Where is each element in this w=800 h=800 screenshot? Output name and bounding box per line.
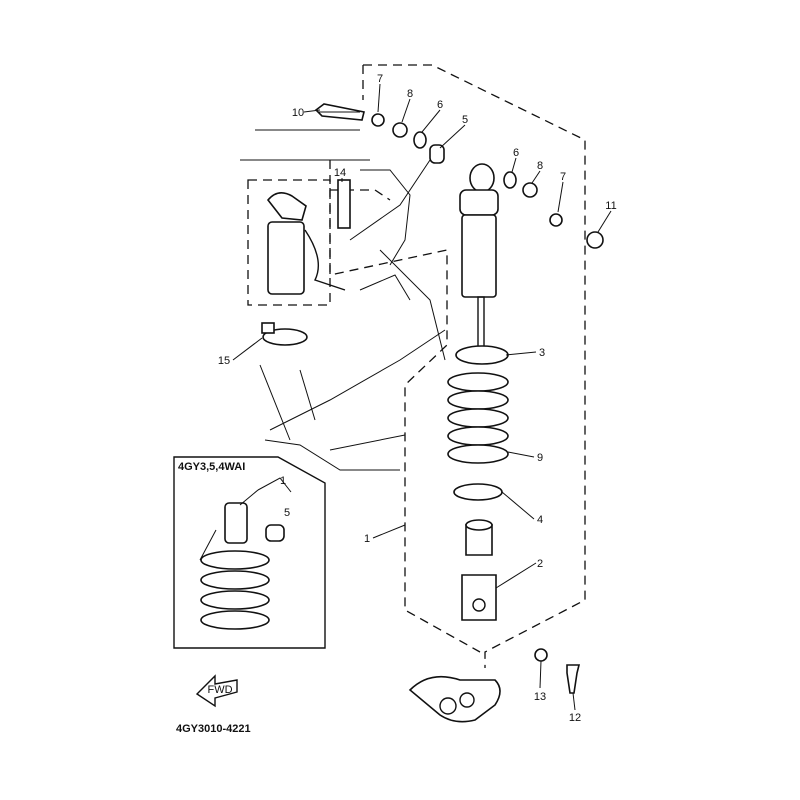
callout-11: 11 [605, 200, 616, 212]
collar-7a [371, 113, 385, 127]
assembly-outline [329, 64, 586, 668]
fwd-arrow-icon: FWD [195, 674, 238, 708]
callout-1: 1 [364, 533, 370, 545]
callout-8: 8 [407, 88, 413, 100]
callout-14: 14 [334, 167, 346, 179]
bushing-5 [429, 144, 445, 164]
reservoir-outline [247, 179, 331, 306]
callout-2: 2 [537, 558, 543, 570]
part-number: 4GY3010-4221 [176, 723, 251, 735]
callout-6: 6 [437, 99, 443, 111]
callout-7: 7 [560, 171, 566, 183]
inset-callout-5: 5 [284, 507, 290, 519]
nut-11 [586, 231, 604, 249]
washer-8b [522, 182, 538, 198]
callout-8: 8 [537, 160, 543, 172]
oring-6a [413, 131, 427, 149]
callout-13: 13 [534, 691, 546, 703]
frame-outline [240, 129, 446, 471]
relay-arm [408, 675, 501, 723]
washer-8a [392, 122, 408, 138]
callout-3: 3 [539, 347, 545, 359]
callout-12: 12 [569, 712, 581, 724]
inset-callout-1: 1 [280, 475, 286, 487]
callout-10: 10 [292, 107, 304, 119]
collar-7b [549, 213, 563, 227]
inset-title: 4GY3,5,4WAI [178, 461, 245, 473]
callout-7: 7 [377, 73, 383, 85]
callout-15: 15 [218, 355, 230, 367]
leader-lines [232, 83, 612, 711]
reservoir [266, 179, 351, 295]
callout-5: 5 [462, 114, 468, 126]
fwd-label: FWD [207, 684, 232, 696]
bolt-12 [566, 664, 581, 694]
washer-13 [534, 648, 548, 662]
shock-absorber [447, 163, 509, 621]
callout-4: 4 [537, 514, 543, 526]
inset-4gy3-variant [173, 456, 326, 649]
callout-9: 9 [537, 452, 543, 464]
callout-6: 6 [513, 147, 519, 159]
oring-6b [503, 171, 517, 189]
